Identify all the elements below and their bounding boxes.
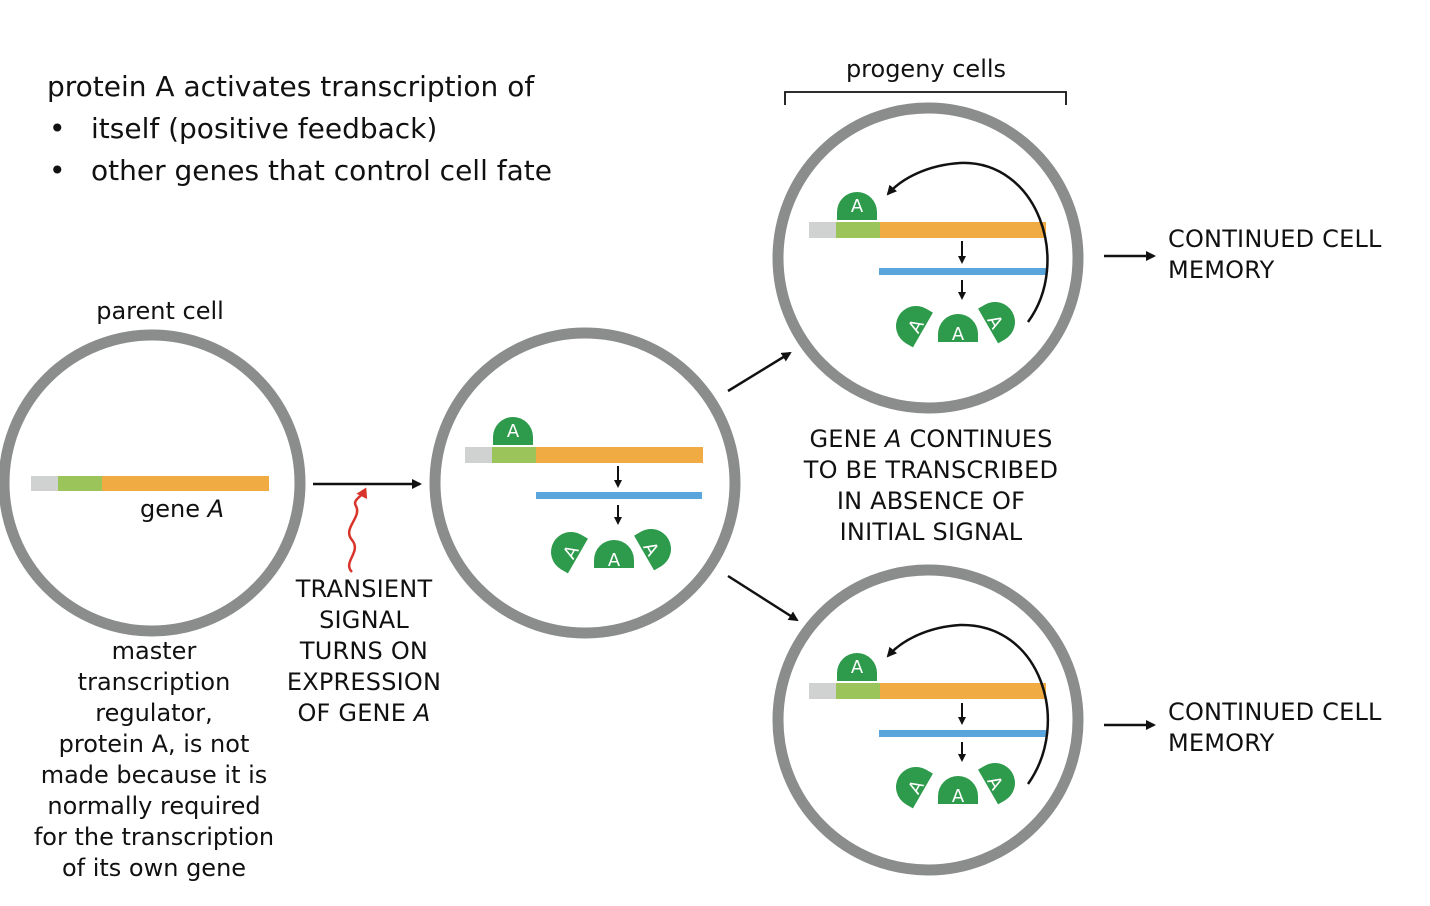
- gene-a-label: gene A: [140, 495, 225, 523]
- progeny-cell-bottom: [772, 564, 1084, 876]
- progeny-bracket: [784, 91, 1067, 105]
- gene-a-parent: [31, 476, 269, 491]
- parent-cell-label: parent cell: [96, 297, 224, 325]
- gene-a-progeny-bottom: [809, 683, 1046, 699]
- feedback-loop-arrow: [886, 161, 1049, 323]
- progeny-bottom-membrane: [772, 564, 1084, 876]
- protein-letter: A: [507, 421, 520, 442]
- cut-off-heading: division: [108, 0, 200, 4]
- mrna-strand: [536, 492, 702, 499]
- feedback-loop-arrow: [886, 623, 1050, 785]
- protein-letter: A: [851, 657, 864, 678]
- mrna-strand: [879, 268, 1046, 275]
- bullet-item: other genes that control cell fate: [47, 150, 552, 192]
- memory-caption-top: CONTINUED CELL MEMORY: [1168, 225, 1382, 284]
- parent-cell: [0, 329, 306, 637]
- heading-bullets: itself (positive feedback) other genes t…: [47, 108, 552, 192]
- heading-intro: protein A activates transcription of: [47, 70, 535, 103]
- middle-cell: [429, 327, 741, 639]
- protein-letter: A: [608, 550, 621, 571]
- signal-caption: TRANSIENT SIGNAL TURNS ON EXPRESSION OF …: [286, 575, 442, 727]
- progeny-top-membrane: [772, 102, 1084, 414]
- mrna-strand: [879, 730, 1046, 737]
- bullet-item: itself (positive feedback): [47, 108, 552, 150]
- gene-a-middle: [465, 447, 703, 463]
- protein-letter: A: [851, 196, 864, 217]
- protein-letter: A: [952, 786, 965, 807]
- protein-letter: A: [952, 324, 965, 345]
- progeny-cells-label: progeny cells: [845, 55, 1007, 83]
- master-regulator-caption: master transcription regulator, protein …: [33, 637, 275, 882]
- gene-a-progeny-top: [809, 222, 1046, 238]
- progeny-cell-top: [772, 102, 1084, 414]
- heading-block: protein A activates transcription of its…: [47, 66, 552, 192]
- middle-cell-membrane: [429, 327, 741, 639]
- memory-caption-bottom: CONTINUED CELL MEMORY: [1168, 698, 1382, 757]
- branch-arrow-down: [727, 574, 799, 622]
- branch-arrow-up: [727, 351, 792, 393]
- continues-caption: GENE A CONTINUES TO BE TRANSCRIBED IN AB…: [803, 425, 1059, 546]
- gene-a-italic: A: [207, 495, 225, 523]
- transient-signal-squiggle: [347, 487, 368, 573]
